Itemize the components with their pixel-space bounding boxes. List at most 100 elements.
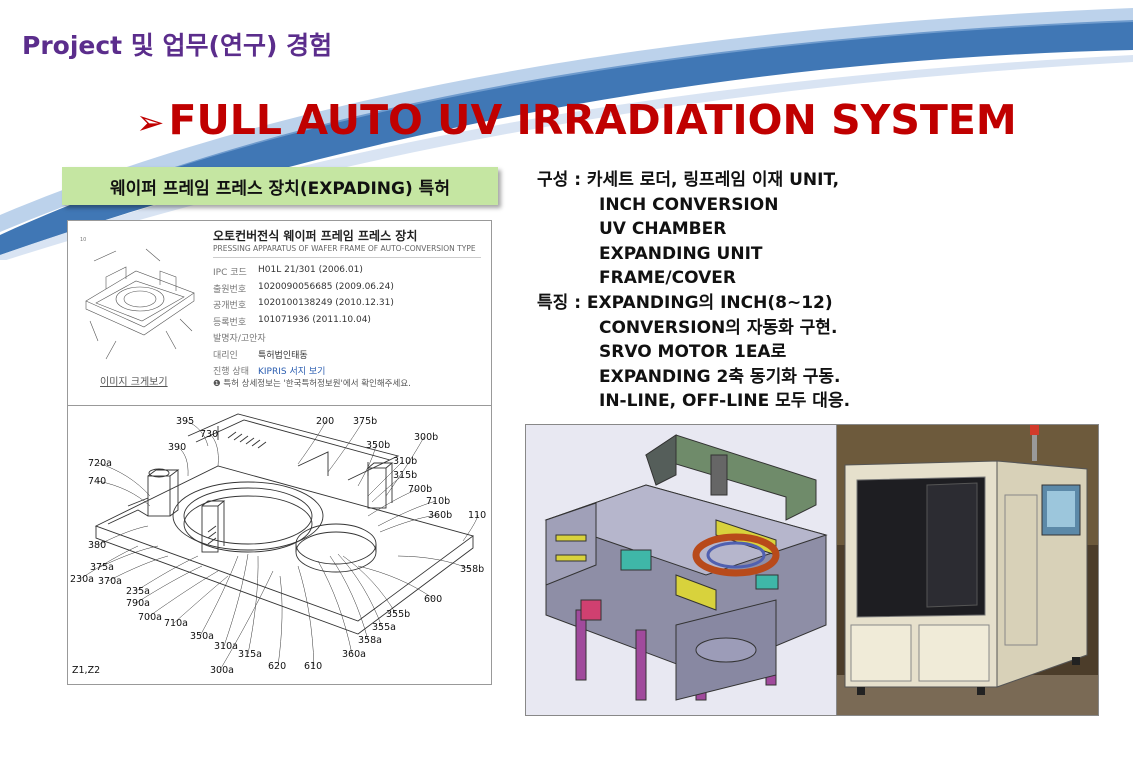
- spec-line: UV CHAMBER: [599, 219, 727, 240]
- kipris-link[interactable]: KIPRIS 서지 보기: [258, 367, 326, 377]
- drawing-label: 620: [268, 661, 286, 672]
- cad-render-image: [525, 424, 838, 716]
- drawing-leader-line: [247, 555, 259, 655]
- patent-note: ❶ 특허 상세정보는 '한국특허정보원'에서 확인해주세요.: [213, 379, 411, 389]
- patent-row-value: H01L 21/301 (2006.01): [258, 265, 363, 275]
- drawing-label: 395: [176, 416, 194, 427]
- spec-line: EXPANDING 2축 동기화 구동.: [599, 366, 841, 387]
- svg-text:10: 10: [80, 237, 86, 243]
- drawing-label: 235a: [126, 586, 150, 597]
- patent-row-value: 특허법인태동: [258, 350, 308, 361]
- drawing-label: 355b: [386, 609, 410, 620]
- drawing-leader-line: [357, 565, 435, 600]
- patent-row-key: 출원번호: [213, 284, 247, 295]
- patent-thumbnail-image[interactable]: 10: [76, 231, 202, 371]
- patent-row: 대리인 특허법인태동: [213, 348, 394, 365]
- drawing-leader-line: [223, 553, 249, 647]
- patent-row-key: 등록번호: [213, 317, 247, 328]
- patent-panel: 10 이미지 크게보기 오토컨버전식 웨이퍼 프레임 프레스 장치 PRESSI…: [67, 220, 492, 685]
- drawing-leader-line: [135, 565, 203, 604]
- spec-line: CONVERSION의 자동화 구현.: [599, 317, 838, 338]
- patent-row-key: 대리인: [213, 350, 238, 361]
- drawing-leader-line: [367, 488, 419, 517]
- drawing-leader-line: [97, 525, 149, 546]
- title-text: FULL AUTO UV IRRADIATION SYSTEM: [168, 96, 1017, 144]
- title-bullet: ➢: [136, 103, 165, 143]
- slide-title: ➢FULL AUTO UV IRRADIATION SYSTEM: [136, 96, 1017, 144]
- machine-photo: [836, 424, 1099, 716]
- drawing-leader-line: [297, 565, 315, 667]
- drawing-leader-line: [379, 514, 439, 533]
- spec-text: 구성 : 카세트 로더, 링프레임 이재 UNIT, INCH CONVERSI…: [537, 168, 850, 414]
- drawing-leader-line: [135, 555, 199, 592]
- spec-line: INCH CONVERSION: [599, 194, 779, 215]
- drawing-leader-line: [462, 514, 479, 542]
- patent-row: 발명자/고안자: [213, 331, 394, 348]
- drawing-label: 315a: [238, 649, 262, 660]
- drawing-leader-line: [209, 433, 219, 467]
- spec-line: SRVO MOTOR 1EA로: [599, 342, 787, 363]
- drawing-label: 310a: [214, 641, 238, 652]
- patent-row-key: IPC 코드: [213, 268, 247, 278]
- patent-label: 웨이퍼 프레임 프레스 장치(EXPADING) 특허: [62, 167, 498, 205]
- drawing-label: Z1,Z2: [72, 665, 100, 676]
- drawing-label: 380: [88, 540, 106, 551]
- drawing-label: 370a: [98, 576, 122, 587]
- drawing-leader-line: [79, 545, 139, 580]
- drawing-label: 740: [88, 476, 106, 487]
- drawing-label: 700a: [138, 612, 162, 623]
- drawing-label: 358a: [358, 635, 382, 646]
- drawing-label: 730: [200, 429, 218, 440]
- patent-row: 출원번호 1020090056685 (2009.06.24): [213, 282, 394, 299]
- drawing-leader-line: [297, 420, 327, 465]
- patent-row: IPC 코드 H01L 21/301 (2006.01): [213, 265, 394, 282]
- spec-line: IN-LINE, OFF-LINE 모두 대응.: [599, 391, 851, 412]
- drawing-leader-line: [385, 436, 425, 497]
- patent-title-kr: 오토컨버전식 웨이퍼 프레임 프레스 장치: [213, 229, 418, 243]
- drawing-leader-line: [185, 420, 209, 447]
- drawing-label: 360a: [342, 649, 366, 660]
- spec-line: 특징 : EXPANDING의 INCH(8~12): [537, 292, 833, 313]
- patent-row-key: 공개번호: [213, 301, 247, 311]
- patent-row-key: 발명자/고안자: [213, 334, 266, 344]
- patent-title-en: PRESSING APPARATUS OF WAFER FRAME OF AUT…: [213, 244, 481, 258]
- drawing-leader-line: [329, 555, 369, 641]
- spec-line: FRAME/COVER: [599, 268, 736, 289]
- drawing-label: 310b: [393, 456, 417, 467]
- drawing-label: 360b: [428, 510, 452, 521]
- drawing-label: 355a: [372, 622, 396, 633]
- background-swoosh: [0, 8, 1133, 260]
- drawing-leader-line: [97, 480, 151, 507]
- enlarge-image-link[interactable]: 이미지 크게보기: [100, 377, 168, 388]
- drawing-leader-line: [277, 575, 283, 667]
- drawing-leader-line: [371, 474, 404, 503]
- drawing-label: 790a: [126, 598, 150, 609]
- drawing-leader-line: [317, 560, 353, 655]
- drawing-leader-line: [97, 462, 151, 497]
- machine-photo-graphic: [837, 425, 1098, 715]
- drawing-leader-line: [177, 446, 189, 477]
- drawing-leader-line: [107, 555, 169, 582]
- cad-render-graphic: [526, 425, 837, 715]
- drawing-label: 300a: [210, 665, 234, 676]
- spec-line: EXPANDING UNIT: [599, 243, 763, 264]
- drawing-label: 350b: [366, 440, 390, 451]
- patent-summary: 10 이미지 크게보기 오토컨버전식 웨이퍼 프레임 프레스 장치 PRESSI…: [68, 221, 491, 406]
- drawing-leader-line: [342, 555, 397, 615]
- drawing-label: 110: [468, 510, 486, 521]
- drawing-label: 610: [304, 661, 322, 672]
- drawing-label: 375b: [353, 416, 377, 427]
- drawing-label: 358b: [460, 564, 484, 575]
- drawing-leader-line: [357, 444, 377, 487]
- drawing-label: 300b: [414, 432, 438, 443]
- drawing-leader-line: [377, 500, 437, 527]
- patent-row-value: 1020090056685 (2009.06.24): [258, 281, 394, 292]
- drawing-label: 315b: [393, 470, 417, 481]
- drawing-leader-line: [173, 575, 229, 624]
- drawing-leader-line: [327, 420, 364, 473]
- spec-line: 구성 : 카세트 로더, 링프레임 이재 UNIT,: [537, 170, 840, 190]
- drawing-label: 600: [424, 594, 442, 605]
